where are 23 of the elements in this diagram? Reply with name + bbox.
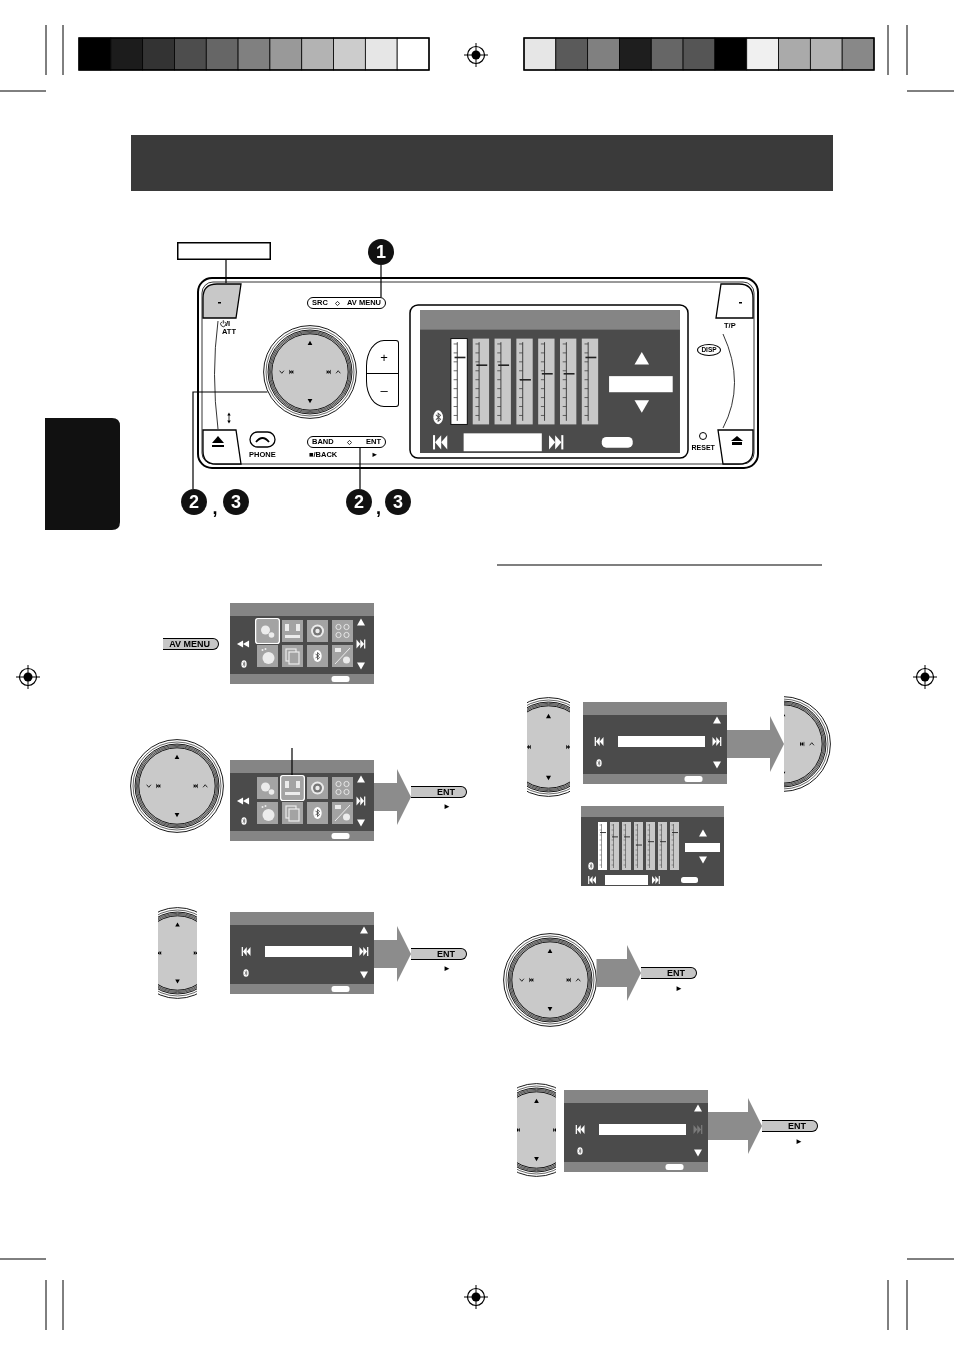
callout-number: 2	[346, 489, 372, 515]
leader-line	[225, 259, 227, 284]
button-function-label: ►	[443, 965, 451, 973]
callout-number: 3	[385, 489, 411, 515]
leader-line	[291, 747, 293, 776]
callout-number: 2	[181, 489, 207, 515]
button-function-label: ►	[443, 803, 451, 811]
callout-separator: ,	[375, 502, 382, 515]
ent-button: ENT	[762, 1120, 818, 1132]
flow-arrow	[374, 769, 411, 825]
button-function-label: ►	[675, 985, 683, 993]
flow-arrow	[727, 716, 784, 772]
button-function-label: ►	[795, 1138, 803, 1146]
callout-number: 3	[223, 489, 249, 515]
callout-separator: ,	[211, 502, 219, 515]
av-menu-button: AV MENU	[163, 638, 219, 650]
ent-button: ENT	[411, 948, 467, 960]
callout-number: 1	[368, 239, 394, 265]
ent-button: ENT	[411, 786, 467, 798]
flow-arrow	[374, 926, 411, 982]
flow-arrow	[596, 945, 641, 1001]
ent-button: ENT	[641, 967, 697, 979]
flow-arrow	[708, 1098, 762, 1154]
